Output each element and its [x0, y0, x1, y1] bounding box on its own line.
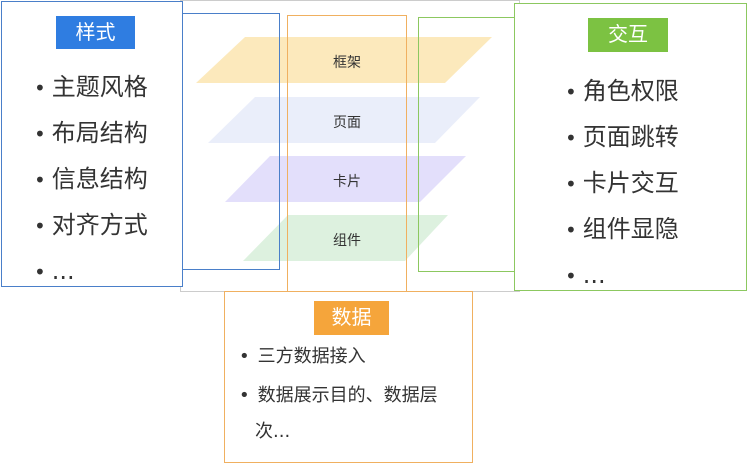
list-item: 对齐方式: [34, 202, 148, 248]
list-item: 三方数据接入: [239, 342, 464, 372]
list-item: ...: [34, 248, 148, 294]
layer-label: 卡片: [333, 174, 361, 190]
list-item: 页面跳转: [565, 114, 679, 160]
style-panel: 样式 主题风格 布局结构 信息结构 对齐方式 ...: [1, 1, 183, 287]
list-item: 主题风格: [34, 64, 148, 110]
interaction-panel: 交互 角色权限 页面跳转 卡片交互 组件显隐 ...: [514, 3, 747, 291]
data-title: 数据: [314, 301, 389, 335]
style-connector: [182, 13, 280, 270]
interaction-connector: [418, 17, 514, 272]
style-title: 样式: [56, 16, 135, 49]
data-list: 三方数据接入 数据展示目的、数据层次...: [239, 342, 464, 450]
list-item: 信息结构: [34, 156, 148, 202]
data-panel: 数据 三方数据接入 数据展示目的、数据层次...: [224, 291, 473, 463]
interaction-list: 角色权限 页面跳转 卡片交互 组件显隐 ...: [565, 68, 679, 298]
list-item: 布局结构: [34, 110, 148, 156]
list-item: 组件显隐: [565, 206, 679, 252]
list-item: 卡片交互: [565, 160, 679, 206]
layer-label: 框架: [333, 55, 361, 71]
list-item: 数据展示目的、数据层次...: [239, 378, 464, 450]
style-list: 主题风格 布局结构 信息结构 对齐方式 ...: [34, 64, 148, 294]
layer-label: 页面: [333, 115, 361, 131]
layer-label: 组件: [333, 233, 361, 249]
list-item: ...: [565, 252, 679, 298]
layer-plane-card: [225, 156, 466, 202]
list-item: 角色权限: [565, 68, 679, 114]
layer-plane-component: [243, 215, 448, 261]
interaction-title: 交互: [588, 18, 668, 52]
layer-plane-page: [208, 97, 480, 143]
